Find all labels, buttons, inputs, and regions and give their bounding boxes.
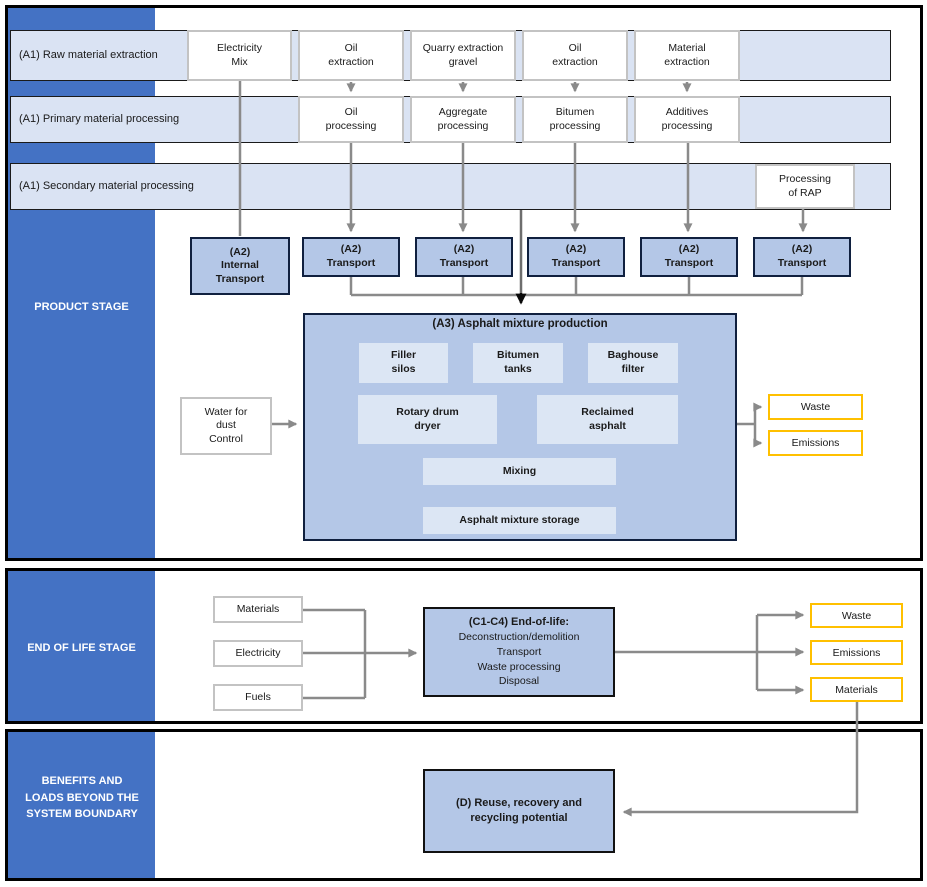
reclaimed-asphalt-box: Reclaimed asphalt — [537, 395, 678, 444]
electricity-mix-box: Electricity Mix — [187, 30, 292, 81]
bitumen-tanks-box: Bitumen tanks — [473, 343, 563, 383]
end-of-life-c-box: (C1-C4) End-of-life: Deconstruction/demo… — [423, 607, 615, 697]
processing-of-rap-box: Processing of RAP — [755, 164, 855, 209]
eol-electricity-input-box: Electricity — [213, 640, 303, 667]
eol-waste-output-box: Waste — [810, 603, 903, 628]
internal-transport-box: (A2) Internal Transport — [190, 237, 290, 295]
c-box-line-transport: Transport — [496, 646, 542, 658]
end-of-life-c-box-title: (C1-C4) End-of-life: — [468, 615, 570, 628]
aggregate-processing-box: Aggregate processing — [410, 96, 516, 143]
raw-material-band-label: (A1) Raw material extraction — [19, 49, 158, 62]
secondary-processing-band-label: (A1) Secondary material processing — [19, 180, 194, 193]
eol-materials-input-box: Materials — [213, 596, 303, 623]
end-of-life-stage-label: END OF LIFE STAGE — [27, 642, 136, 654]
eol-emissions-output-box: Emissions — [810, 640, 903, 665]
asphalt-mixture-production-title: (A3) Asphalt mixture production — [432, 318, 608, 330]
transport-box-3: (A2) Transport — [527, 237, 625, 277]
water-for-dust-control-box: Water for dust Control — [180, 397, 272, 455]
transport-box-1: (A2) Transport — [302, 237, 400, 277]
eol-fuels-input-box: Fuels — [213, 684, 303, 711]
c-box-line-deconstruction: Deconstruction/demolition — [458, 631, 580, 644]
c-box-line-disposal: Disposal — [498, 675, 540, 688]
baghouse-filter-box: Baghouse filter — [588, 343, 678, 383]
oil-extraction-box-2: Oil extraction — [522, 30, 628, 81]
mixing-box: Mixing — [423, 458, 616, 485]
asphalt-mixture-storage-box: Asphalt mixture storage — [423, 507, 616, 534]
product-emissions-box: Emissions — [768, 430, 863, 456]
product-waste-box: Waste — [768, 394, 863, 420]
quarry-extraction-gravel-box: Quarry extraction gravel — [410, 30, 516, 81]
reuse-recovery-recycling-box: (D) Reuse, recovery and recycling potent… — [423, 769, 615, 853]
product-stage-label: PRODUCT STAGE — [34, 301, 129, 313]
end-of-life-sidebar — [8, 571, 155, 721]
transport-box-2: (A2) Transport — [415, 237, 513, 277]
benefits-stage-label: BENEFITS AND LOADS BEYOND THE SYSTEM BOU… — [25, 775, 139, 820]
secondary-processing-band — [10, 163, 891, 210]
benefits-sidebar — [8, 732, 155, 878]
eol-materials-output-box: Materials — [810, 677, 903, 702]
material-extraction-box: Material extraction — [634, 30, 740, 81]
oil-extraction-box-1: Oil extraction — [298, 30, 404, 81]
filler-silos-box: Filler silos — [359, 343, 448, 383]
additives-processing-box: Additives processing — [634, 96, 740, 143]
primary-processing-band-label: (A1) Primary material processing — [19, 113, 180, 126]
c-box-line-waste-processing: Waste processing — [477, 660, 561, 673]
oil-processing-box: Oil processing — [298, 96, 404, 143]
transport-box-5: (A2) Transport — [753, 237, 851, 277]
rotary-drum-dryer-box: Rotary drum dryer — [358, 395, 497, 444]
bitumen-processing-box: Bitumen processing — [522, 96, 628, 143]
product-stage-sidebar — [8, 8, 155, 558]
transport-box-4: (A2) Transport — [640, 237, 738, 277]
